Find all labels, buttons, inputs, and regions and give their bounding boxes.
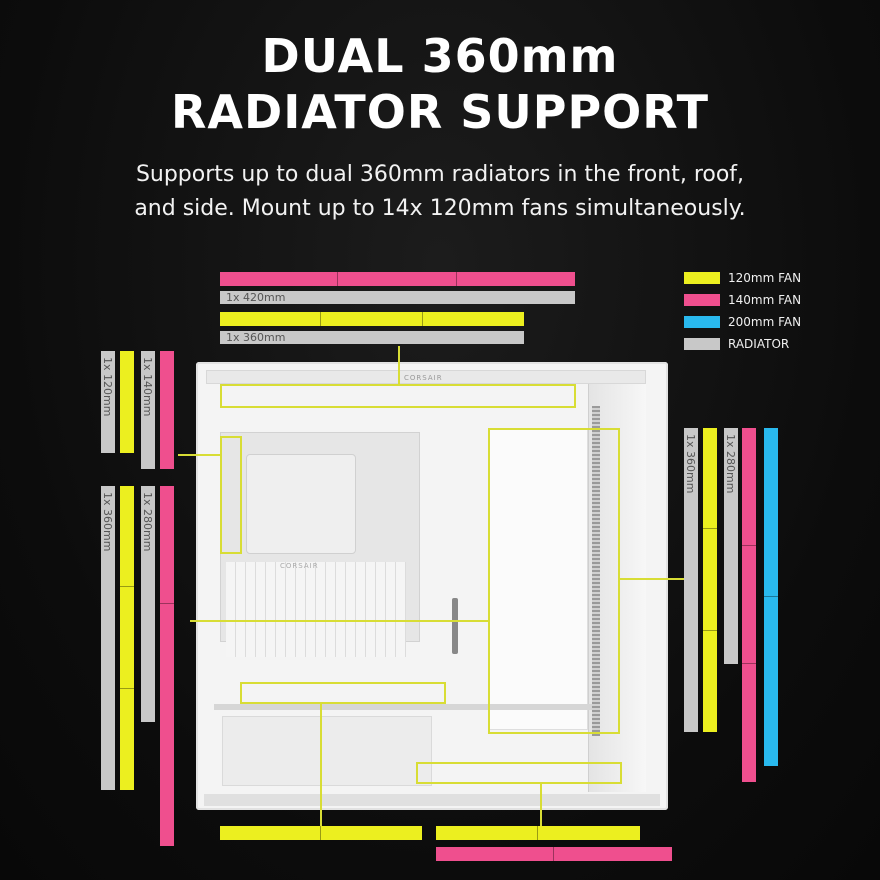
fan-120-bar [120,486,134,587]
bottom-fan-highlight [416,762,622,784]
top-leader-line [398,346,400,384]
cable-grid [226,562,406,657]
bottom-right-leader [540,784,542,826]
top-radiator-highlight [220,384,576,408]
top-rail [206,370,646,384]
fan-140-bar [742,428,756,546]
fan-140-bar [742,546,756,664]
psu-top-highlight [240,682,446,704]
fan-140-bar [338,272,457,286]
fan-200-bar [764,597,778,766]
psu-bay [222,716,432,786]
legend-swatch-pink [684,294,720,306]
radiator-280-bar: 1x 280mm [724,428,738,664]
case-frame [196,362,668,810]
radiator-360-bar: 1x 360mm [101,486,115,790]
fan-120-bar [703,428,717,529]
legend-label: 140mm FAN [728,293,802,307]
fan-140-bar [436,847,554,861]
radiator-280-bar: 1x 280mm [141,486,155,722]
fan-140-bar [220,272,338,286]
fan-140-bar [160,486,174,604]
pc-case-illustration: CORSAIR CORSAIR [178,346,684,826]
legend-item-120mm-fan: 120mm FAN [684,271,801,285]
title-line-1: DUAL 360mm [261,29,619,83]
case-base [204,794,660,806]
radiator-420-bar: 1x 420mm [220,291,575,304]
fan-120-bar [703,631,717,732]
fan-140-bar [160,604,174,846]
legend-swatch-yellow [684,272,720,284]
fan-120-bar [436,826,538,840]
fan-120-bar [120,587,134,689]
fan-120-bar [538,826,640,840]
brand-logo-tray: CORSAIR [280,562,319,570]
radiator-label: 1x 360mm [684,434,697,494]
legend-item-radiator: RADIATOR [684,337,789,351]
title-line-2: RADIATOR SUPPORT [170,85,709,139]
fan-120-bar [423,312,524,326]
legend-item-140mm-fan: 140mm FAN [684,293,801,307]
front-radiator-highlight [488,428,620,734]
radiator-360-bar: 1x 360mm [684,428,698,732]
fan-120-bar [321,826,422,840]
legend-label: 120mm FAN [728,271,802,285]
radiator-label: 1x 120mm [101,357,114,417]
radiator-label: 1x 420mm [226,291,286,304]
radiator-140-bar: 1x 140mm [141,351,155,469]
radiator-label: 1x 360mm [226,331,286,344]
legend-swatch-blue [684,316,720,328]
side-lower-leader [190,620,490,622]
cable-cutout [452,598,458,654]
fan-120-bar [321,312,423,326]
fan-120-bar [220,826,321,840]
fan-120-bar [120,351,134,453]
fan-120-bar [703,529,717,631]
fan-120-bar [120,689,134,790]
fan-mesh [592,406,600,736]
fan-120-bar [220,312,321,326]
bottom-left-leader [320,704,322,826]
legend-label: 200mm FAN [728,315,802,329]
radiator-360-bar: 1x 360mm [220,331,524,344]
side-upper-leader [178,454,220,456]
brand-logo-top: CORSAIR [404,374,443,382]
fan-140-bar [160,351,174,469]
radiator-label: 1x 140mm [141,357,154,417]
legend-label: RADIATOR [728,337,790,351]
subtitle-line-1: Supports up to dual 360mm radiators in t… [135,162,745,187]
psu-shroud-top [214,704,592,710]
radiator-label: 1x 280mm [724,434,737,494]
fan-140-bar [554,847,672,861]
legend-item-200mm-fan: 200mm FAN [684,315,801,329]
legend-swatch-grey [684,338,720,350]
fan-200-bar [764,428,778,597]
front-leader-line [620,578,684,580]
radiator-label: 1x 280mm [141,492,154,552]
fan-140-bar [742,664,756,782]
fan-140-bar [457,272,575,286]
cpu-cutout [246,454,356,554]
radiator-label: 1x 360mm [101,492,114,552]
page-title: DUAL 360mm RADIATOR SUPPORT [0,28,880,140]
subtitle: Supports up to dual 360mm radiators in t… [0,158,880,226]
subtitle-line-2: and side. Mount up to 14x 120mm fans sim… [134,196,746,221]
radiator-120-bar: 1x 120mm [101,351,115,453]
gpu-shroud [488,428,588,730]
side-upper-highlight [220,436,242,554]
